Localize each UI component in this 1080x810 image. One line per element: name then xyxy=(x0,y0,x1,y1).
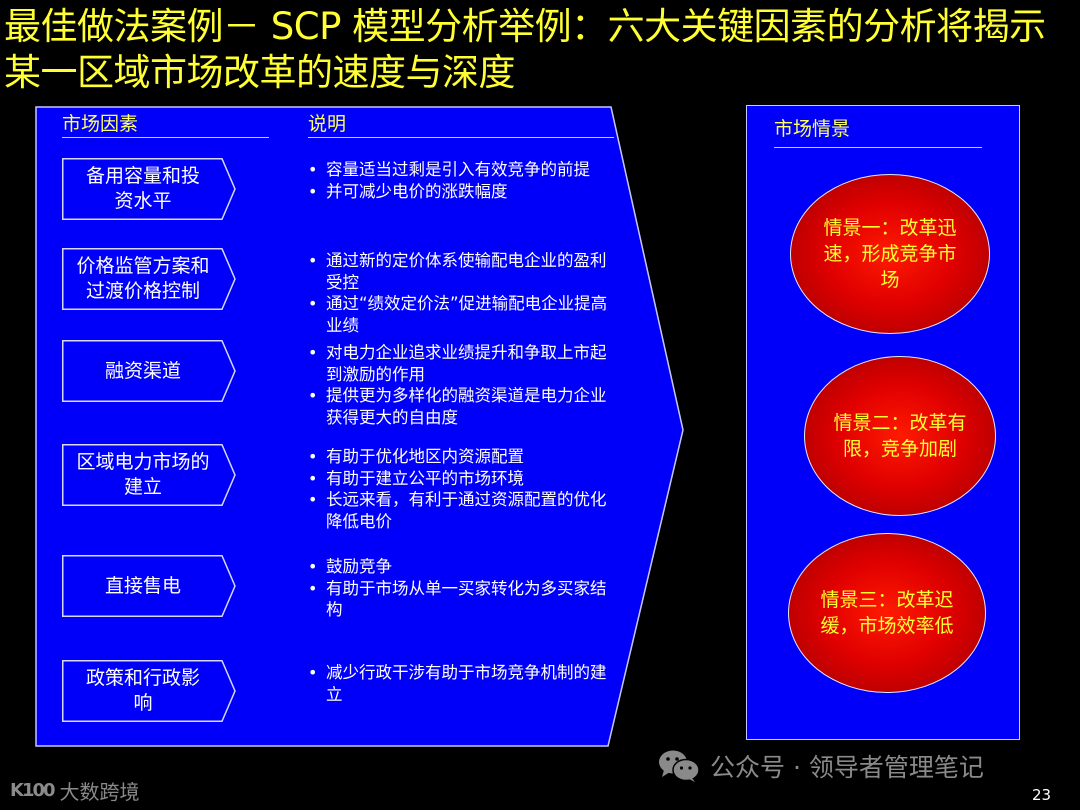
chevron-box-icon xyxy=(62,158,236,220)
bullet-item: 提供更为多样化的融资渠道是电力企业获得更大的自由度 xyxy=(308,385,608,428)
bullet-item: 通过“绩效定价法”促进输配电企业提高业绩 xyxy=(308,293,608,336)
factor-label: 区域电力市场的建立 xyxy=(76,451,210,498)
slide-title: 最佳做法案例－ SCP 模型分析举例：六大关键因素的分析将揭示某一区域市场改革的… xyxy=(4,5,1046,94)
brand-watermark: K100 大数跨境 xyxy=(10,776,140,805)
brand-logo-icon: K100 xyxy=(10,780,56,801)
factor-box-financing: 融资渠道 xyxy=(62,340,236,402)
bullet-item: 有助于建立公平的市场环境 xyxy=(308,468,608,490)
wechat-icon xyxy=(659,750,700,782)
bullet-item: 并可减少电价的涨跌幅度 xyxy=(308,181,608,203)
chevron-box-icon xyxy=(62,555,236,617)
scenario-label: 情景三：改革迟缓，市场效率低 xyxy=(820,589,954,637)
bullet-item: 对电力企业追求业绩提升和争取上市起到激励的作用 xyxy=(308,342,608,385)
scenario-label: 情景二：改革有限，竞争加剧 xyxy=(833,412,967,460)
bullet-item: 有助于市场从单一买家转化为多买家结构 xyxy=(308,578,608,621)
description-block-reserve-capacity: 容量适当过剩是引入有效竞争的前提 并可减少电价的涨跌幅度 xyxy=(308,159,608,202)
factor-box-policy: 政策和行政影响 xyxy=(62,660,236,722)
scenario-ellipse-2: 情景二：改革有限，竞争加剧 xyxy=(804,356,996,516)
page-number: 23 xyxy=(1032,786,1052,804)
scenario-label: 情景一：改革迅速，形成竞争市场 xyxy=(823,217,957,291)
bullet-item: 鼓励竞争 xyxy=(308,556,608,578)
description-block-financing: 对电力企业追求业绩提升和争取上市起到激励的作用 提供更为多样化的融资渠道是电力企… xyxy=(308,342,608,428)
wechat-account-text: 公众号 · 领导者管理笔记 xyxy=(710,753,984,782)
bullet-item: 有助于优化地区内资源配置 xyxy=(308,446,608,468)
factor-box-reserve-capacity: 备用容量和投资水平 xyxy=(62,158,236,220)
chevron-box-icon xyxy=(62,444,236,506)
description-header: 说明 xyxy=(308,113,347,135)
factor-box-price-regulation: 价格监管方案和过渡价格控制 xyxy=(62,248,236,310)
chevron-box-icon xyxy=(62,660,236,722)
bullet-item: 通过新的定价体系使输配电企业的盈利受控 xyxy=(308,250,608,293)
factors-header: 市场因素 xyxy=(62,113,139,135)
factor-label: 价格监管方案和过渡价格控制 xyxy=(76,255,210,302)
scenarios-header: 市场情景 xyxy=(774,118,851,140)
bullet-item: 长远来看，有利于通过资源配置的优化降低电价 xyxy=(308,489,608,532)
bullet-item: 减少行政干涉有助于市场竞争机制的建立 xyxy=(308,662,608,705)
factor-label: 直接售电 xyxy=(104,574,181,597)
wechat-watermark: 公众号 · 领导者管理笔记 xyxy=(658,748,984,784)
factor-label: 政策和行政影响 xyxy=(85,667,200,714)
factor-label: 融资渠道 xyxy=(104,359,181,382)
description-block-regional-market: 有助于优化地区内资源配置 有助于建立公平的市场环境 长远来看，有利于通过资源配置… xyxy=(308,446,608,532)
bullet-item: 容量适当过剩是引入有效竞争的前提 xyxy=(308,159,608,181)
chevron-box-icon xyxy=(62,248,236,310)
description-block-direct-sales: 鼓励竞争 有助于市场从单一买家转化为多买家结构 xyxy=(308,556,608,621)
factor-box-direct-sales: 直接售电 xyxy=(62,555,236,617)
description-block-policy: 减少行政干涉有助于市场竞争机制的建立 xyxy=(308,662,608,705)
factors-header-divider xyxy=(62,137,269,138)
factor-box-regional-market: 区域电力市场的建立 xyxy=(62,444,236,506)
description-header-divider xyxy=(308,137,614,138)
chevron-box-icon xyxy=(62,340,236,402)
scenario-ellipse-3: 情景三：改革迟缓，市场效率低 xyxy=(788,533,986,693)
description-block-price-regulation: 通过新的定价体系使输配电企业的盈利受控 通过“绩效定价法”促进输配电企业提高业绩 xyxy=(308,250,608,336)
scenario-ellipse-1: 情景一：改革迅速，形成竞争市场 xyxy=(790,174,990,334)
scenarios-header-divider xyxy=(774,147,982,148)
factor-label: 备用容量和投资水平 xyxy=(85,165,200,212)
brand-logo-text: 大数跨境 xyxy=(59,780,140,804)
